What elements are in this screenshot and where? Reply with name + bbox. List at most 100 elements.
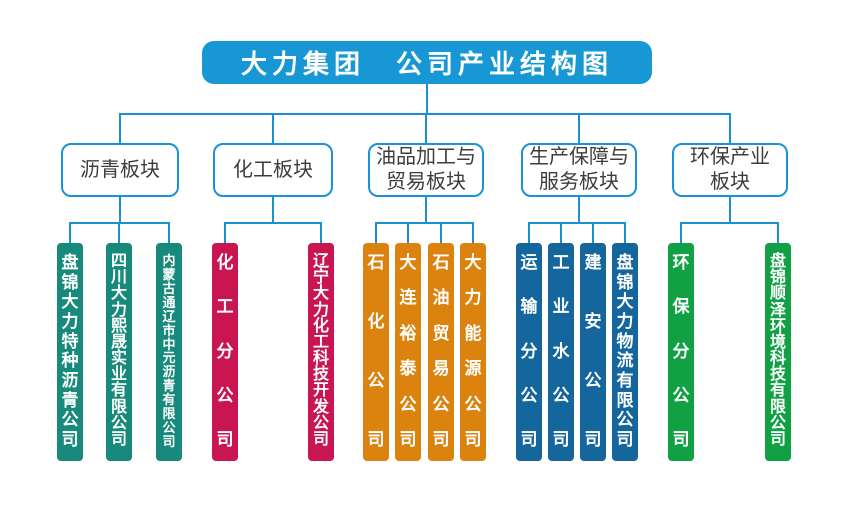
sector-box-chemical: 化工板块 bbox=[213, 143, 333, 197]
company-bar-char: 公 bbox=[367, 371, 385, 390]
company-bar-char: 环 bbox=[769, 317, 786, 335]
company-bar-char: 力 bbox=[61, 311, 79, 331]
connector-line bbox=[528, 222, 530, 243]
company-bar-char: 裕 bbox=[399, 323, 417, 343]
company-bar-char: 川 bbox=[110, 269, 127, 287]
company-bar-char: 司 bbox=[464, 429, 482, 449]
company-bar-char: 公 bbox=[616, 410, 634, 430]
company-bar-char: 大 bbox=[616, 292, 634, 312]
company-bar-char: 限 bbox=[162, 406, 176, 422]
company-bar-char: 有 bbox=[616, 370, 634, 390]
company-bar-char: 有 bbox=[769, 382, 786, 400]
company-bar-char: 锦 bbox=[616, 272, 634, 292]
sector-box-environmental-protection: 环保产业板块 bbox=[672, 143, 788, 197]
company-bar-char: 业 bbox=[110, 366, 127, 384]
company-bar-char: 石 bbox=[432, 253, 450, 272]
company-bar-char: 中 bbox=[162, 336, 176, 352]
company-bar-char: 盘 bbox=[769, 253, 786, 270]
company-bar-char: 开 bbox=[312, 382, 329, 400]
company-bar-char: 司 bbox=[672, 430, 690, 449]
company-bar-char: 源 bbox=[464, 359, 482, 379]
connector-line bbox=[680, 222, 682, 243]
company-bar-char: 能 bbox=[464, 323, 482, 343]
company-bar-asphalt-2: 四川大力熙晟实业有限公司 bbox=[106, 243, 132, 461]
company-bar-char: 公 bbox=[432, 394, 450, 414]
company-bar-char: 沥 bbox=[61, 370, 79, 390]
company-bar-char: 公 bbox=[769, 414, 786, 432]
connector-line bbox=[118, 222, 120, 243]
company-bar-char: 内 bbox=[162, 253, 176, 268]
company-bar-char: 大 bbox=[110, 285, 127, 303]
company-bar-environmental-protection-1: 环保分公司 bbox=[668, 243, 694, 461]
company-bar-char: 公 bbox=[552, 385, 570, 405]
company-bar-char: 司 bbox=[110, 430, 127, 448]
connector-line bbox=[375, 222, 377, 243]
company-bar-oil-processing-trade-2: 大连裕泰公司 bbox=[395, 243, 421, 461]
company-bar-char: 公 bbox=[520, 385, 538, 405]
company-bar-chemical-2: 辽宁大力化工科技开发公司 bbox=[308, 243, 334, 461]
company-bar-char: 公 bbox=[399, 394, 417, 414]
sector-box-label: 沥青板块 bbox=[80, 158, 160, 181]
connector-line bbox=[528, 222, 626, 224]
company-bar-char: 公 bbox=[584, 371, 602, 390]
sector-box-label: 服务板块 bbox=[539, 171, 619, 193]
company-bar-char: 限 bbox=[616, 390, 634, 410]
connector-line bbox=[272, 197, 274, 222]
company-bar-char: 特 bbox=[61, 331, 79, 351]
company-bar-char: 力 bbox=[110, 301, 127, 319]
company-bar-char: 大 bbox=[464, 253, 482, 272]
company-bar-environmental-protection-2: 盘锦顺泽环境科技有限公司 bbox=[765, 243, 791, 461]
company-bar-char: 辽 bbox=[162, 308, 176, 324]
company-bar-char: 司 bbox=[61, 429, 79, 449]
company-bar-char: 辽 bbox=[312, 253, 329, 270]
company-bar-char: 泰 bbox=[399, 359, 417, 379]
connector-line bbox=[425, 113, 427, 143]
company-bar-char: 输 bbox=[520, 297, 538, 317]
company-bar-char: 发 bbox=[312, 398, 329, 416]
company-bar-char: 建 bbox=[584, 253, 602, 272]
company-bar-char: 沥 bbox=[162, 364, 176, 380]
company-bar-char: 市 bbox=[162, 322, 176, 338]
company-bar-char: 通 bbox=[162, 294, 176, 310]
connector-line bbox=[375, 222, 474, 224]
company-bar-char: 司 bbox=[216, 430, 234, 449]
connector-line bbox=[560, 222, 562, 243]
company-bar-char: 司 bbox=[432, 429, 450, 449]
sector-box-label: 板块 bbox=[710, 171, 750, 193]
company-bar-char: 科 bbox=[769, 350, 786, 368]
company-bar-char: 大 bbox=[312, 285, 329, 303]
connector-line bbox=[729, 113, 731, 143]
company-bar-char: 司 bbox=[312, 430, 329, 448]
company-bar-production-support-service-2: 工业水公司 bbox=[548, 243, 574, 461]
company-bar-char: 熙 bbox=[110, 317, 127, 335]
connector-line bbox=[426, 84, 428, 113]
company-bar-char: 限 bbox=[769, 398, 786, 416]
company-bar-char: 物 bbox=[616, 331, 634, 351]
company-bar-char: 盘 bbox=[61, 253, 79, 272]
connector-line bbox=[440, 222, 442, 243]
sector-box-label: 生产保障与 bbox=[529, 146, 629, 168]
company-bar-char: 技 bbox=[312, 366, 329, 384]
sector-box-production-support-service: 生产保障与服务板块 bbox=[521, 143, 637, 197]
company-bar-char: 有 bbox=[110, 382, 127, 400]
sector-box-label: 化工板块 bbox=[233, 158, 313, 181]
company-bar-char: 青 bbox=[61, 390, 79, 410]
company-bar-asphalt-3: 内蒙古通辽市中元沥青有限公司 bbox=[156, 243, 182, 461]
connector-line bbox=[624, 222, 626, 243]
connector-line bbox=[472, 222, 474, 243]
company-bar-char: 油 bbox=[432, 288, 450, 308]
company-bar-char: 公 bbox=[464, 394, 482, 414]
company-bar-char: 业 bbox=[552, 297, 570, 317]
company-bar-char: 锦 bbox=[61, 272, 79, 292]
company-bar-oil-processing-trade-3: 石油贸易公司 bbox=[428, 243, 454, 461]
connector-line bbox=[578, 113, 580, 143]
company-bar-char: 公 bbox=[672, 385, 690, 405]
company-bar-char: 蒙 bbox=[162, 266, 176, 282]
company-bar-char: 工 bbox=[552, 253, 570, 272]
company-bar-char: 司 bbox=[552, 430, 570, 449]
company-bar-oil-processing-trade-1: 石化公司 bbox=[363, 243, 389, 461]
company-bar-char: 大 bbox=[61, 292, 79, 312]
company-bar-char: 化 bbox=[367, 312, 385, 331]
company-bar-char: 工 bbox=[216, 297, 234, 317]
company-bar-char: 有 bbox=[162, 392, 176, 408]
